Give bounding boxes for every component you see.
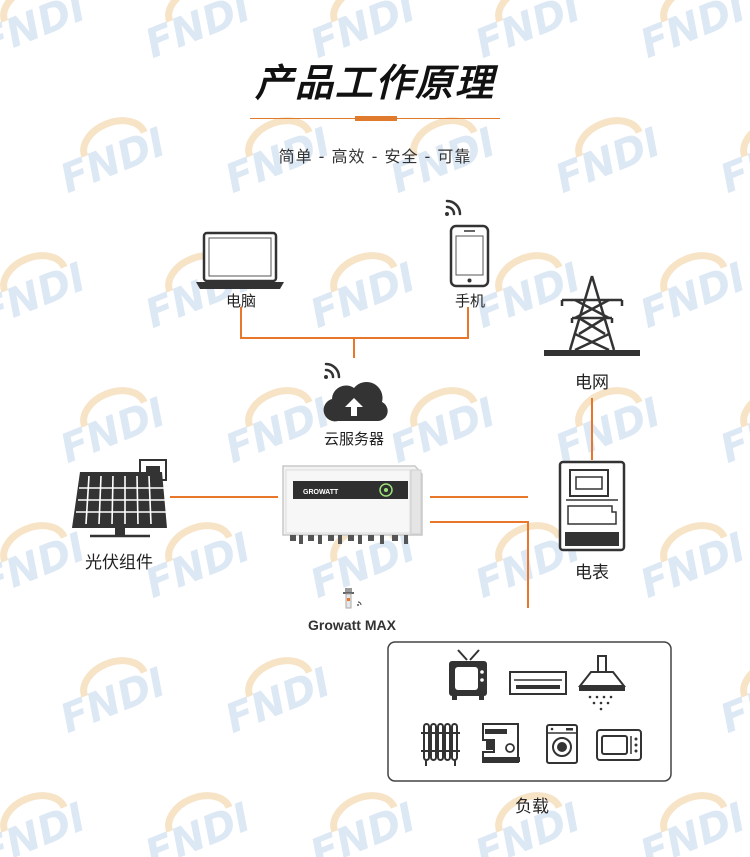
inverter-brand-label: GROWATT	[303, 489, 339, 496]
connector-computer-phone	[240, 307, 469, 339]
page-title: 产品工作原理	[254, 61, 495, 105]
wifi-icon-phone	[445, 199, 462, 216]
air-conditioner-icon	[509, 671, 567, 695]
washing-machine-icon	[546, 724, 578, 764]
title-accent-bar	[355, 116, 397, 121]
microwave-icon	[596, 729, 642, 761]
grid-label: 电网	[575, 373, 609, 393]
cloud-server-label: 云服务器	[323, 430, 384, 448]
oil-heater-icon	[421, 723, 460, 766]
tv-icon	[449, 649, 487, 700]
solar-panel-icon	[72, 459, 167, 538]
range-hood-icon	[577, 655, 627, 711]
wifi-dongle-icon	[343, 588, 362, 609]
connector-lines	[170, 307, 593, 608]
page-subtitle: 简单 - 高效 - 安全 - 可靠	[278, 147, 472, 166]
laptop-icon	[196, 231, 284, 289]
inverter-model-label: Growatt MAX	[308, 617, 396, 633]
inverter-device	[282, 465, 423, 544]
power-tower-icon	[544, 275, 640, 356]
connector-inverter-load	[430, 521, 529, 608]
coffee-machine-icon	[482, 723, 520, 763]
pv-module-label: 光伏组件	[85, 553, 153, 573]
load-label: 负载	[515, 797, 549, 817]
meter-label: 电表	[575, 563, 609, 583]
cloud-upload-icon	[323, 381, 388, 422]
computer-label: 电脑	[225, 292, 256, 310]
phone-label: 手机	[454, 292, 485, 310]
wifi-icon-cloud	[324, 362, 341, 379]
smartphone-icon	[449, 224, 490, 288]
electric-meter-icon	[558, 460, 626, 552]
